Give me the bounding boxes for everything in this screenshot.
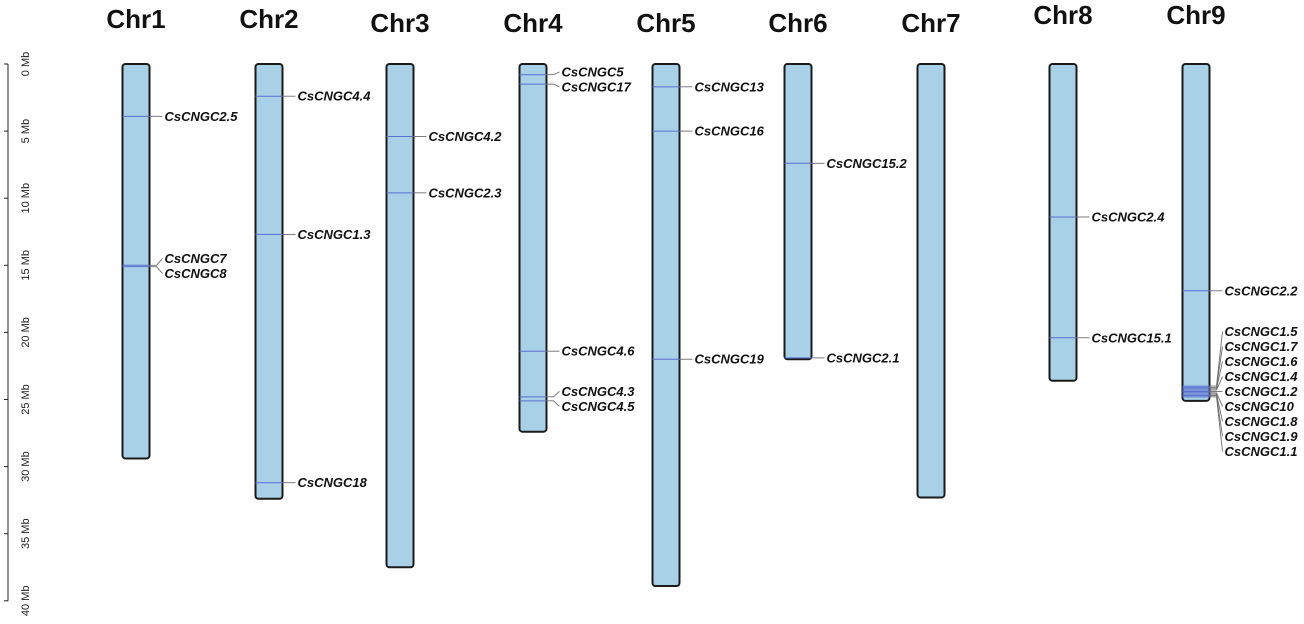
scale-tick-label: 35 Mb (20, 518, 32, 549)
gene-label: CsCNGC16 (695, 124, 765, 139)
gene-label: CsCNGC2.1 (827, 350, 900, 365)
gene-label: CsCNGC4.4 (298, 89, 372, 104)
gene-label: CsCNGC2.5 (165, 109, 239, 124)
gene-label: CsCNGC15.1 (1092, 330, 1172, 345)
gene-connector (1209, 396, 1223, 452)
gene-label: CsCNGC10 (1225, 399, 1295, 414)
gene-label: CsCNGC1.2 (1225, 384, 1299, 399)
chromosome-chr9: Chr9CsCNGC2.2CsCNGC1.5CsCNGC1.7CsCNGC1.6… (1166, 0, 1298, 459)
chromosome-body (121, 63, 151, 460)
gene-label: CsCNGC4.3 (562, 384, 636, 399)
chromosome-title: Chr2 (239, 4, 298, 34)
scale-tick-label: 10 Mb (20, 183, 32, 214)
scale-tick-label: 30 Mb (20, 451, 32, 482)
gene-label: CsCNGC13 (695, 79, 765, 94)
chromosome-body (651, 63, 681, 588)
gene-label: CsCNGC7 (165, 251, 228, 266)
chromosome-body (1181, 63, 1211, 402)
gene-connector (149, 266, 163, 274)
chromosome-title: Chr7 (901, 8, 960, 38)
gene-label: CsCNGC1.8 (1225, 414, 1299, 429)
gene-connector (546, 83, 560, 88)
gene-label: CsCNGC1.5 (1225, 324, 1299, 339)
gene-label: CsCNGC2.3 (429, 185, 503, 200)
gene-connector (149, 258, 163, 266)
scale-tick-label: 20 Mb (20, 317, 32, 348)
gene-label: CsCNGC2.2 (1225, 283, 1299, 298)
gene-connector (546, 71, 560, 76)
gene-label: CsCNGC4.5 (562, 399, 636, 414)
chromosome-body (783, 63, 813, 361)
chromosome-body (385, 63, 415, 569)
chromosome-body (518, 63, 548, 433)
gene-connector (1209, 361, 1223, 390)
gene-connector (1209, 393, 1223, 422)
gene-label: CsCNGC1.7 (1225, 339, 1299, 354)
scale-tick-label: 15 Mb (20, 250, 32, 281)
chromosome-body (1048, 63, 1078, 382)
gene-connector (1209, 392, 1223, 407)
chromosome-title: Chr1 (106, 4, 165, 34)
gene-label: CsCNGC1.1 (1225, 444, 1298, 459)
gene-label: CsCNGC4.2 (429, 129, 503, 144)
scale-axis: 0 Mb 5 Mb 10 Mb 15 Mb 20 Mb 25 Mb 30 Mb 35 Mb 40… (4, 52, 32, 616)
chromosome-group: Chr1CsCNGC2.5CsCNGC7CsCNGC8Chr2CsCNGC4.4… (106, 0, 1298, 588)
chromosome-title: Chr3 (370, 8, 429, 38)
scale-tick-label: 25 Mb (20, 384, 32, 415)
chromosome-body (254, 63, 284, 500)
scale-tick-label: 40 Mb (20, 586, 32, 617)
gene-connector (1209, 376, 1223, 391)
gene-label: CsCNGC1.6 (1225, 354, 1299, 369)
chromosome-chr7: Chr7 (901, 8, 961, 499)
chromosome-chr4: Chr4CsCNGC5CsCNGC17CsCNGC4.6CsCNGC4.3CsC… (503, 8, 636, 433)
gene-connector (1209, 395, 1223, 437)
gene-label: CsCNGC19 (695, 352, 765, 367)
gene-label: CsCNGC8 (165, 266, 228, 281)
gene-label: CsCNGC1.9 (1225, 429, 1299, 444)
gene-label: CsCNGC1.4 (1225, 369, 1299, 384)
chromosome-body (916, 63, 946, 499)
chromosome-title: Chr6 (768, 8, 827, 38)
chromosome-title: Chr4 (503, 8, 563, 38)
gene-connector (546, 390, 560, 398)
gene-label: CsCNGC5 (562, 64, 625, 79)
gene-connector (546, 400, 560, 407)
gene-label: CsCNGC2.4 (1092, 209, 1166, 224)
chromosome-title: Chr9 (1166, 0, 1225, 30)
gene-label: CsCNGC17 (562, 79, 632, 94)
scale-tick-label: 0 Mb (20, 52, 32, 76)
scale-tick-label: 5 Mb (20, 119, 32, 143)
chromosome-title: Chr8 (1033, 0, 1092, 30)
gene-label: CsCNGC15.2 (827, 156, 908, 171)
chromosome-title: Chr5 (636, 8, 695, 38)
gene-label: CsCNGC1.3 (298, 227, 372, 242)
gene-label: CsCNGC4.6 (562, 344, 636, 359)
gene-label: CsCNGC18 (298, 475, 368, 490)
